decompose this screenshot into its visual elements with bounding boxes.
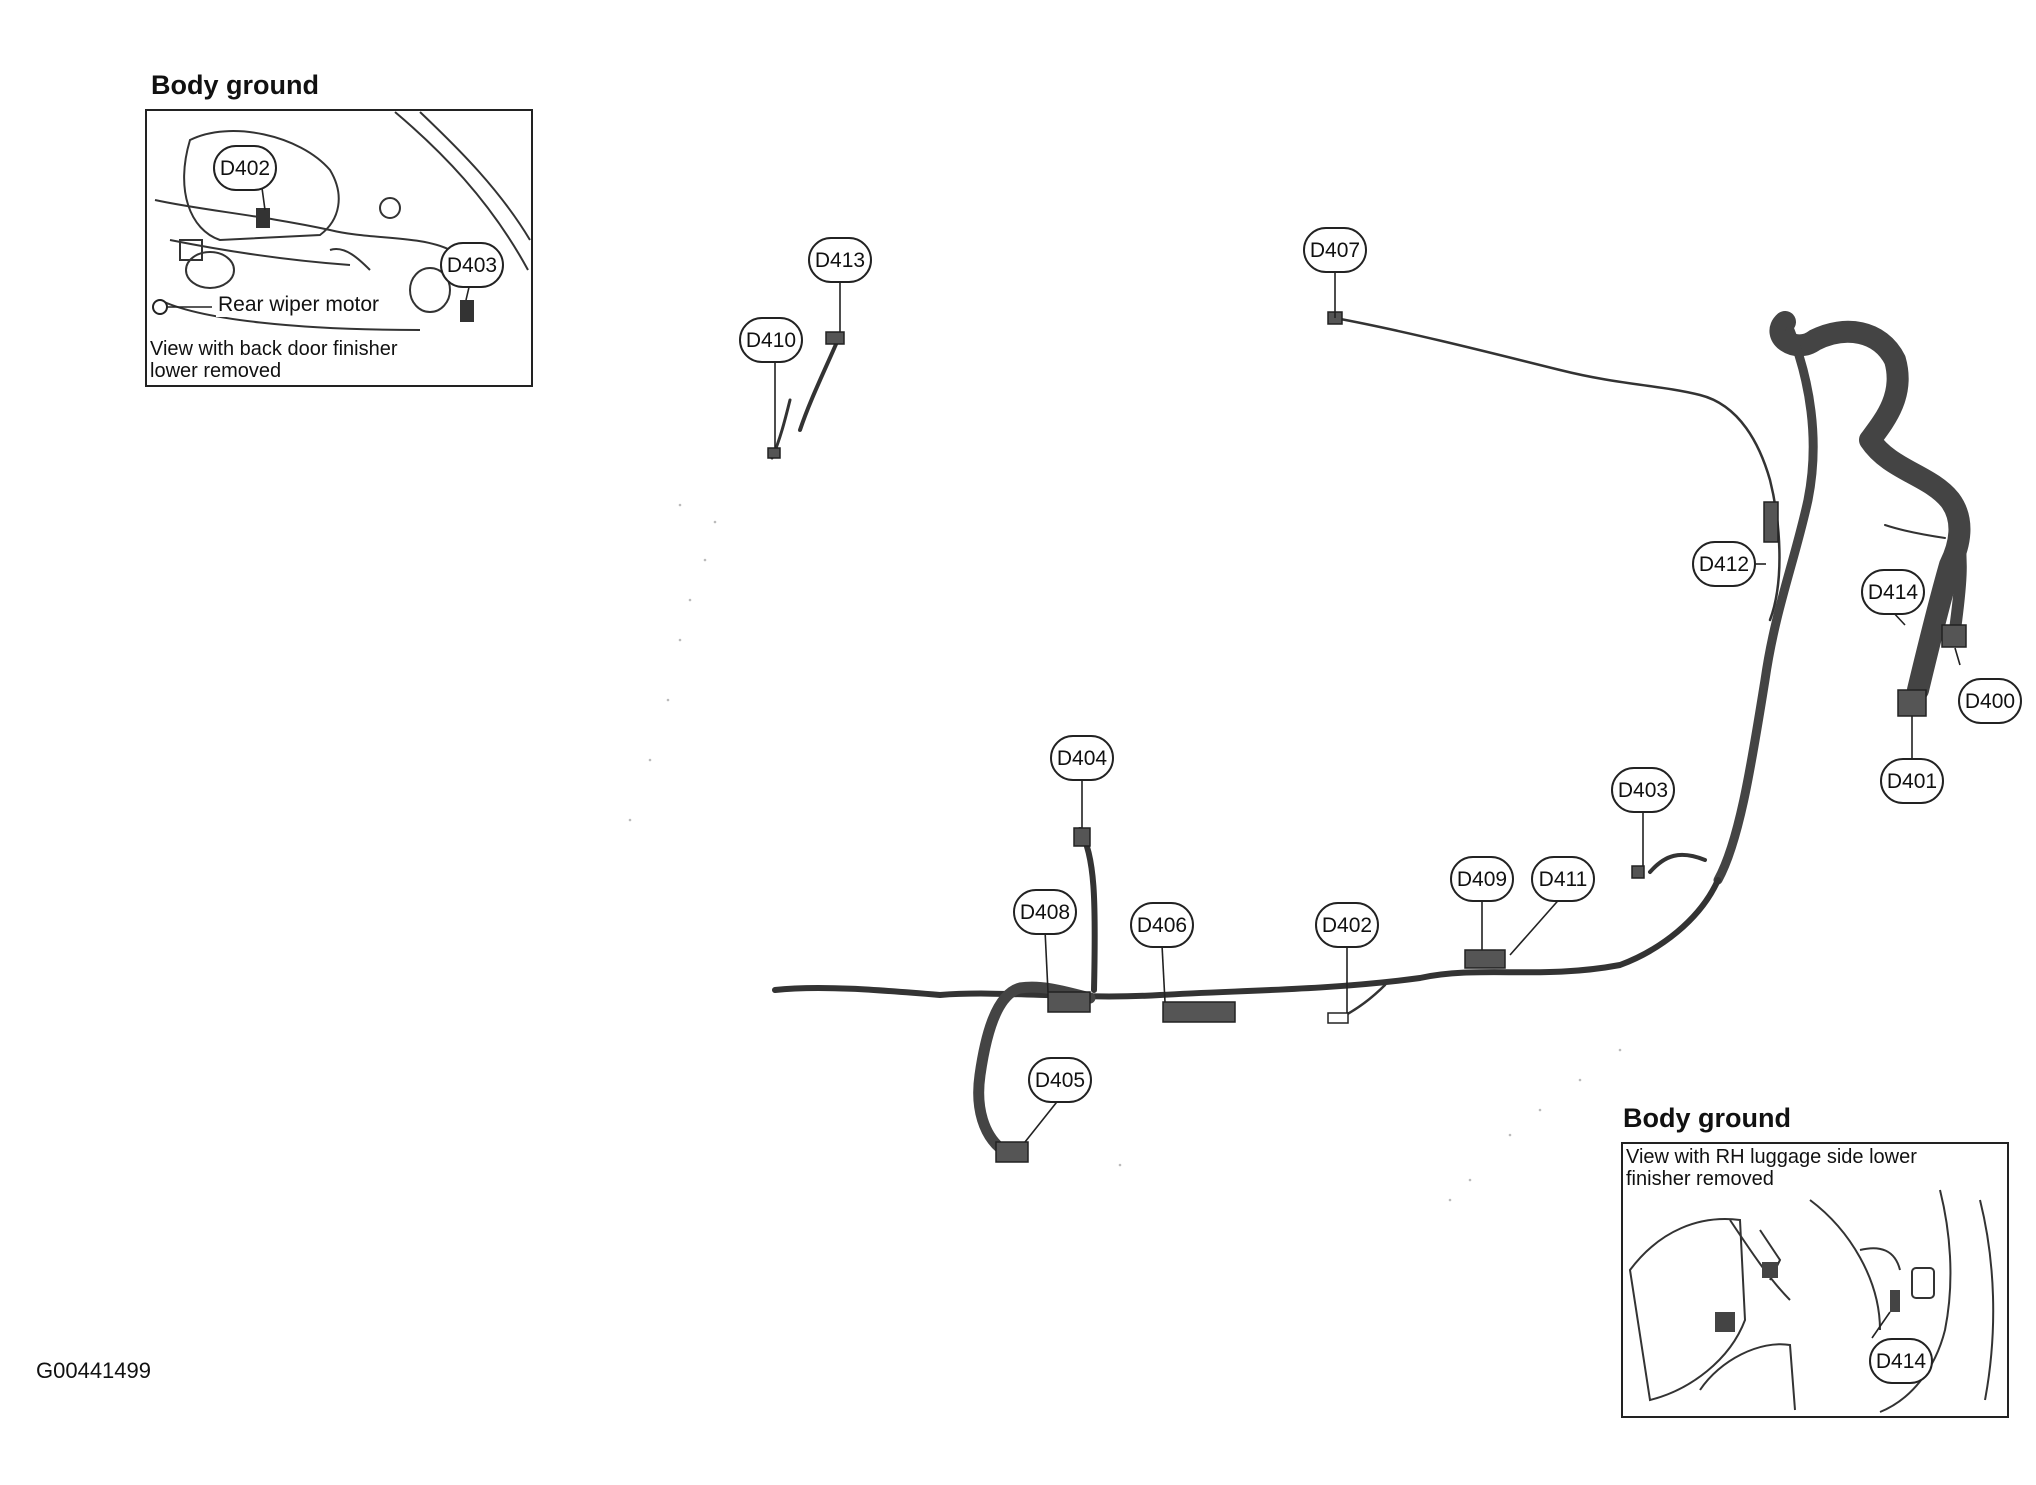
callout-d413: D413: [808, 237, 872, 283]
callout-d401: D401: [1880, 758, 1944, 804]
body-outline-dots: [628, 503, 1622, 1202]
inset-top-view-note-line1: View with back door finisher: [150, 338, 398, 360]
callout-d403-bubble: [1611, 767, 1675, 813]
connector-block-d405: [995, 1141, 1029, 1163]
harness-main-vertical: [1713, 325, 1818, 885]
connector-block-d409: [1464, 949, 1506, 969]
callout-d407: D407: [1303, 227, 1367, 273]
inset-bottom-view-note-line1: View with RH luggage side lower: [1626, 1146, 1917, 1168]
callout-d407-bubble: [1303, 227, 1367, 273]
callout-d409: D409: [1450, 856, 1514, 902]
callout-d406-label: D406: [1137, 914, 1187, 937]
connector-block-d410: [767, 447, 781, 459]
connector-block-d413: [825, 331, 845, 345]
callout-d400-label: D400: [1965, 690, 2015, 713]
callout-d402-label: D402: [1322, 914, 1372, 937]
back-door-glass-edge: [394, 111, 529, 271]
callout-d408: D408: [1013, 889, 1077, 935]
inset-top-view-note: View with back door finisher lower remov…: [150, 338, 525, 382]
inset-top-heading: Body ground: [151, 70, 319, 100]
connector-block-d404: [1073, 827, 1091, 847]
inset-bottom-callout-d414-label: D414: [1876, 1350, 1927, 1373]
callout-d408-label: D408: [1020, 901, 1070, 924]
callout-d400: D400: [1958, 678, 2022, 724]
inset-top-view-note-line2: lower removed: [150, 360, 282, 382]
harness-main-run: [772, 877, 1721, 1000]
callout-d405: D405: [1028, 1057, 1092, 1103]
callout-d406-bubble: [1130, 902, 1194, 948]
callout-d411-bubble: [1531, 856, 1595, 902]
inset-bottom-view-note-line2: finisher removed: [1626, 1168, 1774, 1190]
harness-d403-branch: [1648, 852, 1707, 874]
rear-wiper-motor-mark: [152, 299, 168, 315]
inset-bottom-callout-d414: D414: [1869, 1338, 1933, 1384]
callout-d404-bubble: [1050, 735, 1114, 781]
inset-top-callout-d403: D403: [440, 242, 504, 288]
connector-block-d403: [1631, 865, 1645, 879]
luggage-panel: [1628, 1218, 1747, 1402]
callouts-bottom-inset: D414: [1869, 1338, 1933, 1384]
inset-bottom-view-note: View with RH luggage side lower finisher…: [1626, 1146, 1926, 1190]
figure-id: G00441499: [36, 1358, 151, 1383]
callout-d404-label: D404: [1057, 747, 1108, 770]
callout-d406: D406: [1130, 902, 1194, 948]
callout-d402-bubble: [1315, 902, 1379, 948]
main-harness: [770, 311, 1971, 1154]
inset-top-callout-d402-bubble: [213, 145, 277, 191]
inset-top-callout-d403-bubble: [440, 242, 504, 288]
inset-top-callout-d402: D402: [213, 145, 277, 191]
callout-d403-label: D403: [1618, 779, 1668, 802]
connector-block-d408: [1047, 991, 1091, 1013]
callout-d414: D414: [1861, 569, 1925, 615]
harness-branch-d400: [1949, 509, 1967, 636]
harness-d413-piece: [798, 333, 842, 432]
connector-block-d406: [1162, 1001, 1236, 1023]
connector-blocks: [767, 311, 1967, 1163]
callout-d405-label: D405: [1035, 1069, 1085, 1092]
callout-d401-bubble: [1880, 758, 1944, 804]
connector-block-d400: [1941, 624, 1967, 648]
callout-d408-bubble: [1013, 889, 1077, 935]
callout-d400-bubble: [1958, 678, 2022, 724]
callout-d414-label: D414: [1868, 581, 1919, 604]
callout-d412-bubble: [1692, 541, 1756, 587]
callout-d412-label: D412: [1699, 553, 1749, 576]
callout-d412: D412: [1692, 541, 1756, 587]
callout-d410-bubble: [739, 317, 803, 363]
inset-top-callout-d402-label: D402: [220, 157, 270, 180]
callout-d409-label: D409: [1457, 868, 1507, 891]
door-panel: [183, 130, 340, 242]
callout-d411: D411: [1531, 856, 1595, 902]
callout-d410: D410: [739, 317, 803, 363]
inset-bottom-heading: Body ground: [1623, 1103, 1791, 1133]
harness-d414-lead: [1884, 524, 1946, 539]
inset-top-callout-d403-label: D403: [447, 254, 497, 277]
callout-d405-bubble: [1028, 1057, 1092, 1103]
callout-d409-bubble: [1450, 856, 1514, 902]
harness-trunk-right: [1769, 311, 1971, 701]
callout-d402: D402: [1315, 902, 1379, 948]
callout-d410-label: D410: [746, 329, 796, 352]
connector-block-d402: [1327, 1012, 1349, 1024]
callout-d403: D403: [1611, 767, 1675, 813]
connector-block-d401: [1897, 689, 1927, 717]
callout-d413-label: D413: [815, 249, 865, 272]
inset-bottom-callout-d414-bubble: [1869, 1338, 1933, 1384]
leader-lines: [774, 272, 1961, 1143]
callout-d401-label: D401: [1887, 770, 1937, 793]
harness-d404-branch: [1077, 827, 1098, 993]
connector-block-d412: [1763, 501, 1779, 543]
callout-d413-bubble: [808, 237, 872, 283]
callout-d414-bubble: [1861, 569, 1925, 615]
rear-wiper-motor-label: Rear wiper motor: [216, 293, 382, 317]
callout-d404: D404: [1050, 735, 1114, 781]
callout-d411-label: D411: [1539, 868, 1588, 891]
callout-d407-label: D407: [1310, 239, 1360, 262]
